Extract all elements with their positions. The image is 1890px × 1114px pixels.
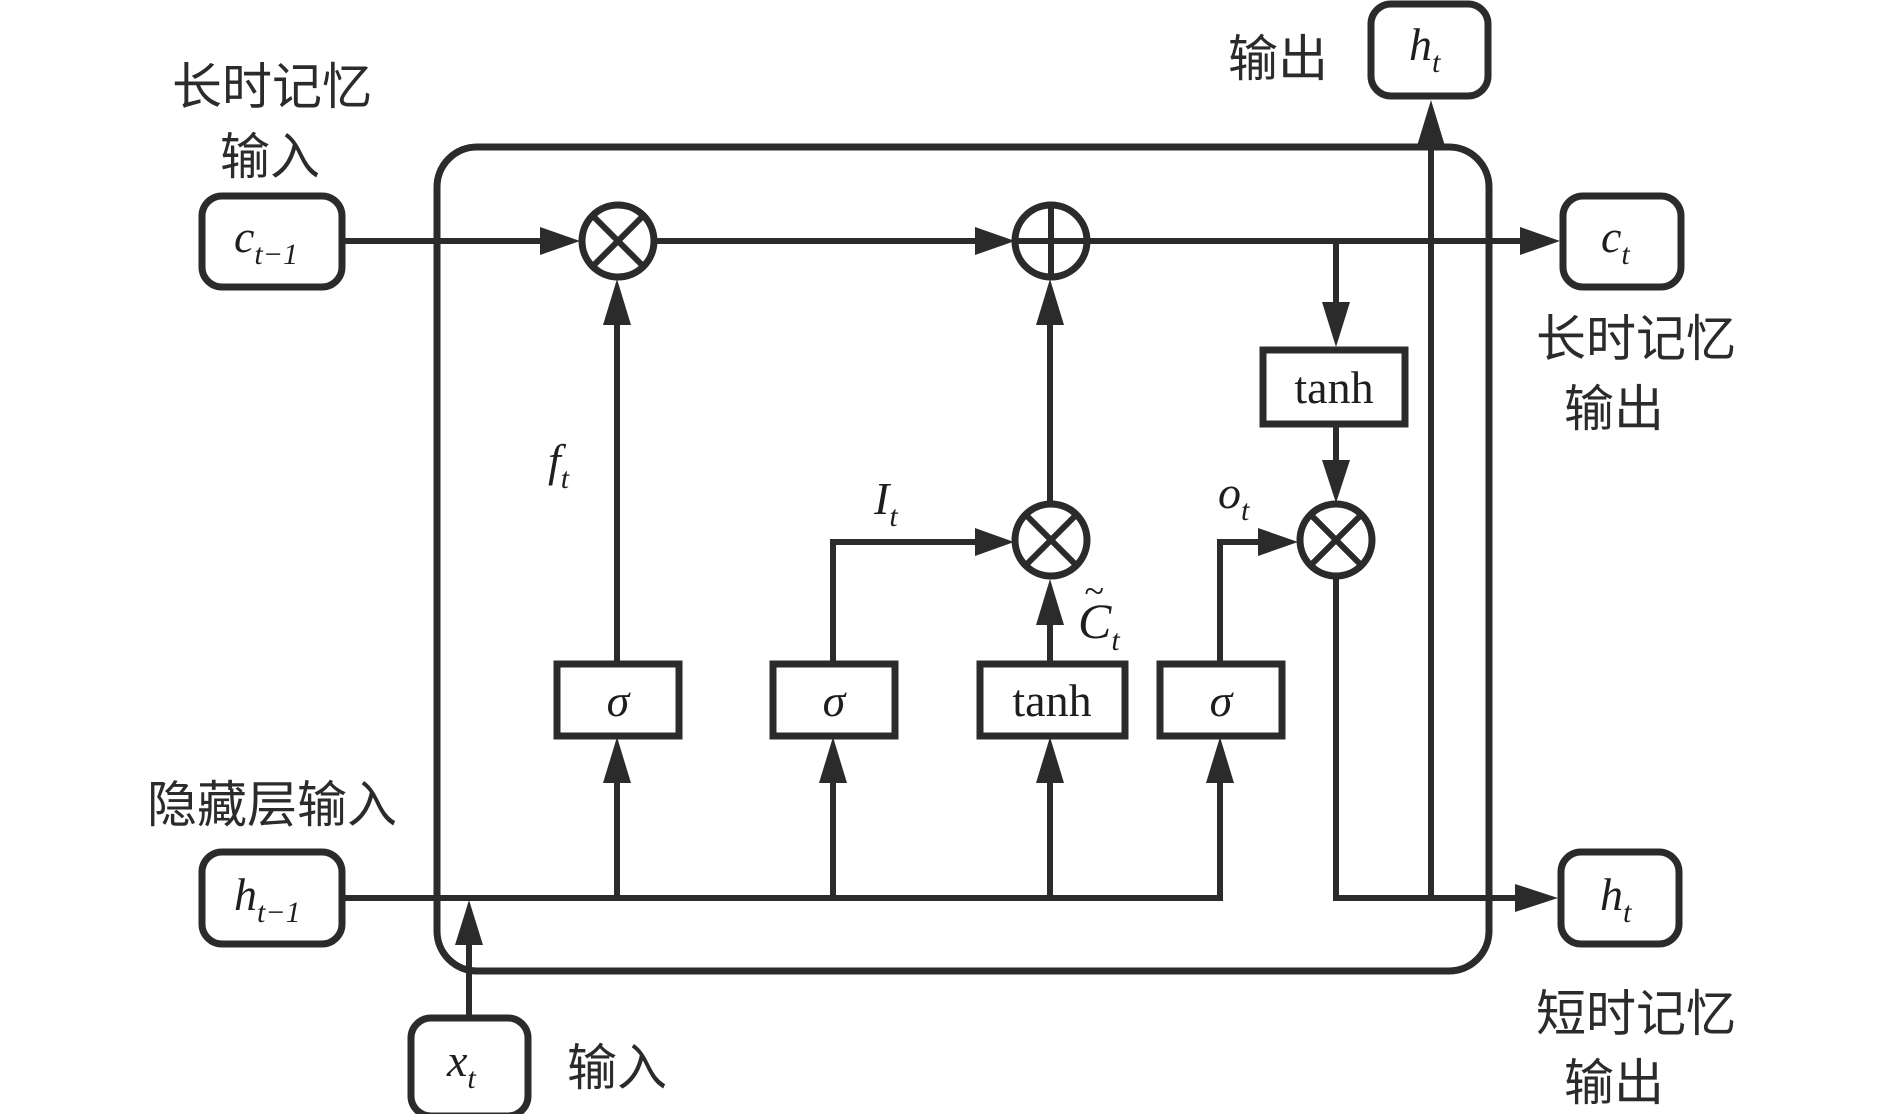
- node-h-t-main: h: [1600, 869, 1623, 920]
- node-h-prev-sub: t−1: [257, 896, 301, 929]
- gate-input-arrows: [603, 737, 1234, 898]
- hidden-output-line: [1333, 578, 1558, 912]
- caption-long-memory-output: 长时记忆 输出: [1536, 310, 1736, 438]
- svg-text:输出: 输出: [1228, 30, 1328, 88]
- node-c-prev: ct−1: [198, 192, 346, 291]
- svg-text:ct: ct: [1601, 211, 1630, 271]
- output-tanh-label: tanh: [1294, 362, 1373, 413]
- svg-text:短时记忆: 短时记忆: [1536, 985, 1736, 1043]
- tanh-to-multiply-line: [1322, 427, 1350, 503]
- cell-to-tanh-line: [1322, 241, 1350, 347]
- output-tanh-box: tanh: [1259, 346, 1409, 428]
- candidate-gate-box: tanh: [976, 660, 1129, 740]
- node-h-top: ht: [1367, 0, 1492, 100]
- forget-gate-line: [603, 279, 631, 663]
- cell-state-line: [345, 227, 1560, 255]
- svg-text:ht: ht: [1600, 869, 1632, 929]
- input-xt-line: [455, 900, 483, 1015]
- svg-text:输入: 输入: [567, 1039, 667, 1097]
- hidden-input-line: [344, 800, 1223, 901]
- input-multiply-to-add-line: [1036, 279, 1064, 503]
- output-gate-line: [1217, 528, 1298, 663]
- output-multiply-op: [1296, 500, 1376, 580]
- node-h-top-sub: t: [1432, 46, 1441, 79]
- forget-multiply-op: [578, 201, 658, 281]
- svg-text:ht−1: ht−1: [234, 869, 301, 929]
- node-c-prev-main: c: [234, 211, 254, 262]
- node-c-t-main: c: [1601, 211, 1621, 262]
- svg-text:隐藏层输入: 隐藏层输入: [147, 776, 397, 834]
- label-f-t: ft: [548, 435, 570, 495]
- output-gate-func: σ: [1210, 675, 1235, 726]
- svg-text:ht: ht: [1409, 19, 1441, 79]
- cell-add-op: [1011, 201, 1091, 281]
- caption-output-top: 输出: [1228, 30, 1328, 88]
- forget-gate-box: σ: [553, 660, 683, 740]
- forget-gate-func: σ: [607, 675, 632, 726]
- input-gate-func: σ: [823, 675, 848, 726]
- svg-text:输出: 输出: [1564, 1054, 1664, 1112]
- node-h-top-main: h: [1409, 19, 1432, 70]
- svg-text:长时记忆: 长时记忆: [172, 58, 372, 116]
- svg-text:输入: 输入: [220, 128, 320, 186]
- svg-text:输出: 输出: [1564, 380, 1664, 438]
- c-tilde-accent: ~: [1084, 571, 1103, 611]
- node-c-t-sub: t: [1621, 238, 1630, 271]
- node-h-t-sub: t: [1623, 896, 1632, 929]
- node-h-prev: ht−1: [198, 848, 346, 948]
- hidden-output-up-line: [1417, 100, 1445, 898]
- caption-input: 输入: [567, 1039, 667, 1097]
- node-c-t: ct: [1559, 192, 1685, 291]
- svg-text:ct−1: ct−1: [234, 211, 298, 271]
- node-x-t-main: x: [446, 1035, 468, 1086]
- caption-short-memory-output: 短时记忆 输出: [1536, 985, 1736, 1112]
- caption-long-memory-input: 长时记忆 输入: [172, 58, 372, 186]
- output-gate-box: σ: [1156, 660, 1286, 740]
- input-multiply-op: [1011, 500, 1091, 580]
- lstm-cell-container: [433, 143, 1493, 975]
- c-tilde-text: Ct: [1078, 593, 1120, 657]
- node-h-prev-main: h: [234, 869, 257, 920]
- node-x-t: xt: [407, 1014, 532, 1114]
- label-o-t: ot: [1218, 467, 1250, 527]
- input-gate-box: σ: [769, 660, 899, 740]
- node-h-t: ht: [1557, 848, 1683, 948]
- caption-hidden-input: 隐藏层输入: [147, 776, 397, 834]
- node-c-prev-sub: t−1: [254, 238, 298, 271]
- label-c-tilde: ~ Ct: [1078, 571, 1120, 657]
- candidate-line: [1036, 579, 1064, 663]
- svg-text:长时记忆: 长时记忆: [1536, 310, 1736, 368]
- node-x-t-sub: t: [467, 1062, 476, 1095]
- candidate-gate-func: tanh: [1012, 675, 1091, 726]
- label-i-t: It: [873, 473, 898, 533]
- input-gate-line: [830, 528, 1014, 663]
- svg-text:xt: xt: [446, 1035, 476, 1095]
